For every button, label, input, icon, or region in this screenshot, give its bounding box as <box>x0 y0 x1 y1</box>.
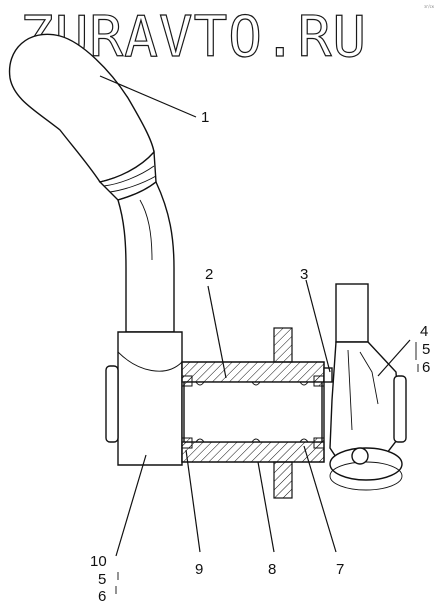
flange-lower <box>273 461 293 499</box>
callout-1: 1 <box>201 109 209 126</box>
fork-rod-top <box>335 283 369 343</box>
corner-mark: зг/ск <box>424 4 435 9</box>
callout-6-left: 6 <box>98 588 106 605</box>
callout-5-right: 5 <box>422 341 430 358</box>
seal-ring <box>323 367 333 383</box>
callout-3: 3 <box>300 266 308 283</box>
callout-9: 9 <box>195 561 203 578</box>
callout-7: 7 <box>336 561 344 578</box>
lever-rod <box>117 180 175 333</box>
callout-5-left: 5 <box>98 571 106 588</box>
callout-2: 2 <box>205 266 213 283</box>
housing-upper-wall <box>181 361 325 383</box>
seal-right-top <box>313 375 325 387</box>
shaft <box>183 381 323 443</box>
seal-left-bottom <box>181 437 193 449</box>
seal-left-top <box>181 375 193 387</box>
fork-pivot-eye <box>329 447 403 481</box>
callout-8: 8 <box>268 561 276 578</box>
fork-pivot-pin <box>351 447 369 465</box>
seal-right-bottom <box>313 437 325 449</box>
lever-clamp-head <box>117 331 183 466</box>
housing-lower-wall <box>181 441 325 463</box>
clamp-bolt-end <box>105 365 119 443</box>
fork-bolt-end <box>393 375 407 443</box>
callout-10: 10 <box>90 553 107 570</box>
flange-upper <box>273 327 293 363</box>
callout-6-right: 6 <box>422 359 430 376</box>
callout-4: 4 <box>420 323 428 340</box>
